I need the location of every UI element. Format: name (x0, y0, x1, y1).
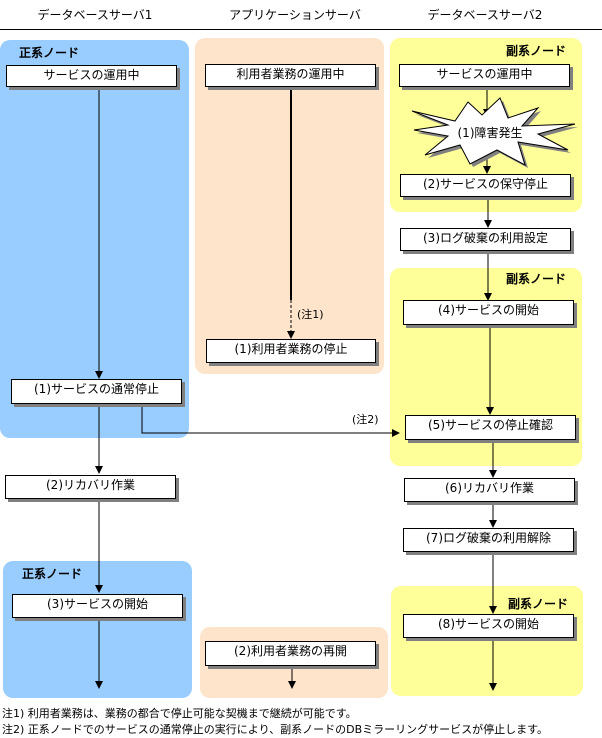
note1-marker: (注1) (297, 308, 324, 321)
footnote-2: 注2) 正系ノードでのサービスの通常停止の実行により、副系ノードのDBミラーリン… (2, 723, 549, 736)
app-business-running-box: 利用者業務の運用中 (205, 64, 376, 87)
db1-service-running-box: サービスの運用中 (6, 65, 177, 87)
region-db1-primary-top (0, 40, 189, 438)
label-primary-node-top: 正系ノード (19, 46, 80, 60)
label-secondary-node-3: 副系ノード (508, 597, 569, 611)
app-step2-business-resume-box: (2)利用者業務の再開 (205, 641, 376, 666)
header-db-server-1: データベースサーバ1 (37, 8, 153, 22)
db2-step4-service-start-box: (4)サービスの開始 (403, 300, 574, 325)
header-divider (0, 29, 602, 30)
db2-step3-log-discard-set-box: (3)ログ破棄の利用設定 (400, 228, 571, 251)
db2-step7-log-discard-unset-box: (7)ログ破棄の利用解除 (403, 528, 574, 552)
note2-marker: (注2) (352, 413, 379, 426)
db2-step1-failure-label: (1)障害発生 (457, 126, 523, 140)
app-step1-business-stop-box: (1)利用者業務の停止 (206, 339, 376, 363)
label-secondary-node-1: 副系ノード (506, 44, 567, 58)
header-app-server: アプリケーションサーバ (229, 8, 361, 22)
label-primary-node-bottom: 正系ノード (22, 567, 83, 581)
header-db-server-2: データベースサーバ2 (427, 8, 543, 22)
label-secondary-node-2: 副系ノード (506, 272, 567, 286)
db2-step5-stop-confirm-box: (5)サービスの停止確認 (405, 415, 576, 440)
db1-step2-recovery-box: (2)リカバリ作業 (5, 475, 176, 499)
db2-step6-recovery-box: (6)リカバリ作業 (404, 478, 575, 502)
arrow-note2-db1-to-db2 (141, 404, 400, 437)
failure-burst (411, 97, 576, 167)
region-db1-primary-bottom (3, 561, 192, 698)
region-db2-secondary-3 (391, 586, 583, 696)
db2-step8-service-start-box: (8)サービスの開始 (403, 614, 574, 638)
db1-step1-normal-stop-box: (1)サービスの通常停止 (11, 379, 182, 404)
footnote-1: 注1) 利用者業務は、業務の都合で停止可能な契機まで継続が可能です。 (2, 707, 357, 720)
db1-step3-service-start-box: (3)サービスの開始 (12, 594, 183, 618)
region-app-top (195, 38, 384, 374)
db2-step2-maintenance-stop-box: (2)サービスの保守停止 (400, 174, 571, 197)
db2-service-running-box: サービスの運用中 (399, 64, 570, 87)
